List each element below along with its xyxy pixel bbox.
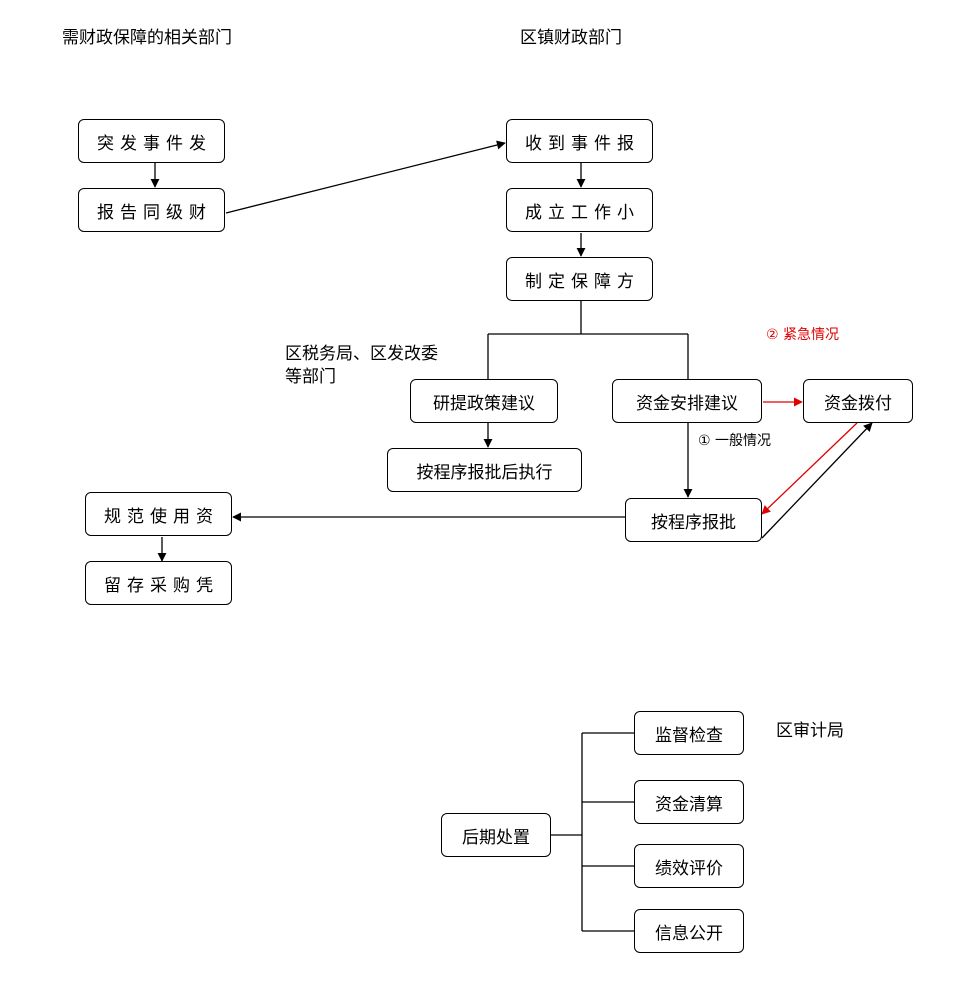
node-set-up-team: 成立工作小 — [506, 188, 653, 232]
node-receive-report: 收到事件报 — [506, 119, 653, 163]
arrow-allocation-to-approval-urgent — [761, 422, 858, 515]
header-left-column: 需财政保障的相关部门 — [62, 28, 232, 48]
node-report-same-level: 报告同级财 — [78, 188, 225, 232]
node-policy-proposal: 研提政策建议 — [410, 379, 558, 423]
arrow-report-to-receive — [225, 140, 506, 214]
node-information-disclosure: 信息公开 — [634, 909, 744, 953]
node-make-plan: 制定保障方 — [506, 257, 653, 301]
node-approval-by-procedure: 按程序报批 — [625, 498, 762, 542]
node-performance-evaluation: 绩效评价 — [634, 844, 744, 888]
label-tax-dept: 区税务局、区发改委 等部门 — [285, 344, 438, 387]
node-post-processing: 后期处置 — [441, 813, 551, 857]
node-fund-arrangement: 资金安排建议 — [612, 379, 762, 423]
node-supervision-inspection: 监督检查 — [634, 711, 744, 755]
header-right-column: 区镇财政部门 — [520, 28, 622, 48]
label-audit-bureau: 区审计局 — [776, 721, 844, 741]
edge-label-general: ① 一般情况 — [698, 433, 772, 449]
node-keep-purchase-voucher: 留存采购凭 — [85, 561, 232, 605]
edge-label-urgent: ② 紧急情况 — [766, 327, 840, 343]
node-standard-use-funds: 规范使用资 — [85, 492, 232, 536]
arrow-approval-to-allocation — [761, 422, 873, 539]
node-fund-clearing: 资金清算 — [634, 780, 744, 824]
node-execute-after-approval: 按程序报批后执行 — [387, 448, 582, 492]
node-emergency-occurs: 突发事件发 — [78, 119, 225, 163]
node-fund-allocation: 资金拨付 — [803, 379, 913, 423]
